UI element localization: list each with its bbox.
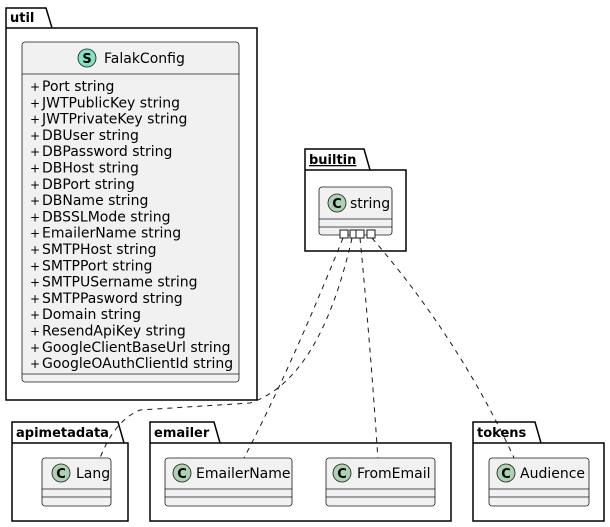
field-visibility: + bbox=[30, 162, 40, 176]
struct-field: SMTPPort string bbox=[42, 258, 152, 274]
lang-class-name: Lang bbox=[76, 466, 110, 482]
struct-field: SMTPUSername string bbox=[42, 275, 198, 291]
struct-stereotype-icon bbox=[77, 48, 97, 68]
package-apimetadata: apimetadata bbox=[11, 421, 129, 522]
struct-field: DBPort string bbox=[42, 177, 135, 193]
package-emailer-label: emailer bbox=[154, 426, 210, 441]
audience-class-name: Audience bbox=[520, 466, 585, 482]
field-visibility: + bbox=[30, 243, 40, 257]
struct-field: EmailerName string bbox=[42, 226, 181, 242]
class-emailer-name: C EmailerName bbox=[164, 457, 293, 507]
field-visibility: + bbox=[30, 357, 40, 371]
dependency-edges bbox=[99, 237, 516, 461]
struct-field: SMTPHost string bbox=[42, 242, 156, 258]
struct-field: Domain string bbox=[42, 307, 141, 323]
field-visibility: + bbox=[30, 341, 40, 355]
struct-stereotype-letter: S bbox=[82, 52, 91, 67]
class-stereotype-icon bbox=[327, 193, 347, 213]
falak-config-fields: +Port string+JWTPublicKey string+JWTPriv… bbox=[30, 79, 233, 372]
struct-field: JWTPrivateKey string bbox=[41, 112, 187, 128]
field-visibility: + bbox=[30, 325, 40, 339]
field-visibility: + bbox=[30, 276, 40, 290]
struct-field: DBName string bbox=[42, 193, 148, 209]
struct-field: JWTPublicKey string bbox=[41, 95, 180, 111]
class-string: C string bbox=[318, 186, 393, 239]
class-from-email: C FromEmail bbox=[325, 457, 436, 507]
aggregation-diamond bbox=[339, 229, 349, 239]
edge-string-audience bbox=[371, 237, 516, 461]
struct-falak-config: S FalakConfig +Port string+JWTPublicKey … bbox=[21, 41, 240, 383]
class-lang: C Lang bbox=[41, 457, 112, 507]
struct-field: DBUser string bbox=[42, 128, 139, 144]
class-stereotype-icon bbox=[332, 463, 352, 483]
package-tokens: tokens bbox=[472, 421, 605, 522]
field-visibility: + bbox=[30, 129, 40, 143]
string-class-name: string bbox=[350, 196, 390, 212]
field-visibility: + bbox=[30, 308, 40, 322]
struct-field: DBPassword string bbox=[42, 144, 172, 160]
struct-field: DBHost string bbox=[42, 161, 139, 177]
package-builtin-label: builtin bbox=[309, 153, 356, 168]
class-stereotype-icon bbox=[172, 463, 192, 483]
field-visibility: + bbox=[30, 178, 40, 192]
field-visibility: + bbox=[30, 80, 40, 94]
field-visibility: + bbox=[30, 292, 40, 306]
class-stereotype-letter: C bbox=[56, 467, 66, 482]
struct-field: SMTPPasword string bbox=[42, 291, 183, 307]
class-stereotype-letter: C bbox=[337, 467, 347, 482]
class-stereotype-letter: C bbox=[332, 197, 342, 212]
aggregation-diamond bbox=[366, 229, 376, 239]
class-audience: C Audience bbox=[488, 457, 590, 507]
class-stereotype-letter: C bbox=[501, 467, 511, 482]
emailer-name-class-name: EmailerName bbox=[196, 466, 291, 482]
struct-field: GoogleOAuthClientId string bbox=[42, 356, 233, 372]
package-util: util bbox=[5, 7, 258, 401]
falak-config-name: FalakConfig bbox=[104, 51, 185, 67]
field-visibility: + bbox=[30, 259, 40, 273]
field-visibility: + bbox=[30, 96, 40, 110]
package-util-label: util bbox=[10, 11, 34, 26]
field-visibility: + bbox=[30, 113, 40, 127]
field-visibility: + bbox=[30, 210, 40, 224]
package-tokens-label: tokens bbox=[477, 426, 527, 441]
package-emailer: emailer bbox=[149, 421, 452, 522]
struct-field: DBSSLMode string bbox=[42, 209, 171, 225]
edge-string-emailer-name bbox=[242, 237, 344, 461]
struct-field: ResendApiKey string bbox=[42, 324, 186, 340]
struct-field: GoogleClientBaseUrl string bbox=[42, 340, 231, 356]
package-builtin: builtin bbox=[304, 148, 407, 252]
struct-field: Port string bbox=[42, 79, 114, 95]
field-visibility: + bbox=[30, 227, 40, 241]
from-email-class-name: FromEmail bbox=[357, 466, 431, 482]
field-visibility: + bbox=[30, 194, 40, 208]
edge-string-from-email bbox=[359, 237, 379, 461]
class-stereotype-icon bbox=[496, 463, 516, 483]
package-apimetadata-label: apimetadata bbox=[16, 426, 109, 441]
aggregation-diamond bbox=[355, 229, 365, 239]
class-stereotype-letter: C bbox=[177, 467, 187, 482]
field-visibility: + bbox=[30, 145, 40, 159]
class-stereotype-icon bbox=[51, 463, 71, 483]
